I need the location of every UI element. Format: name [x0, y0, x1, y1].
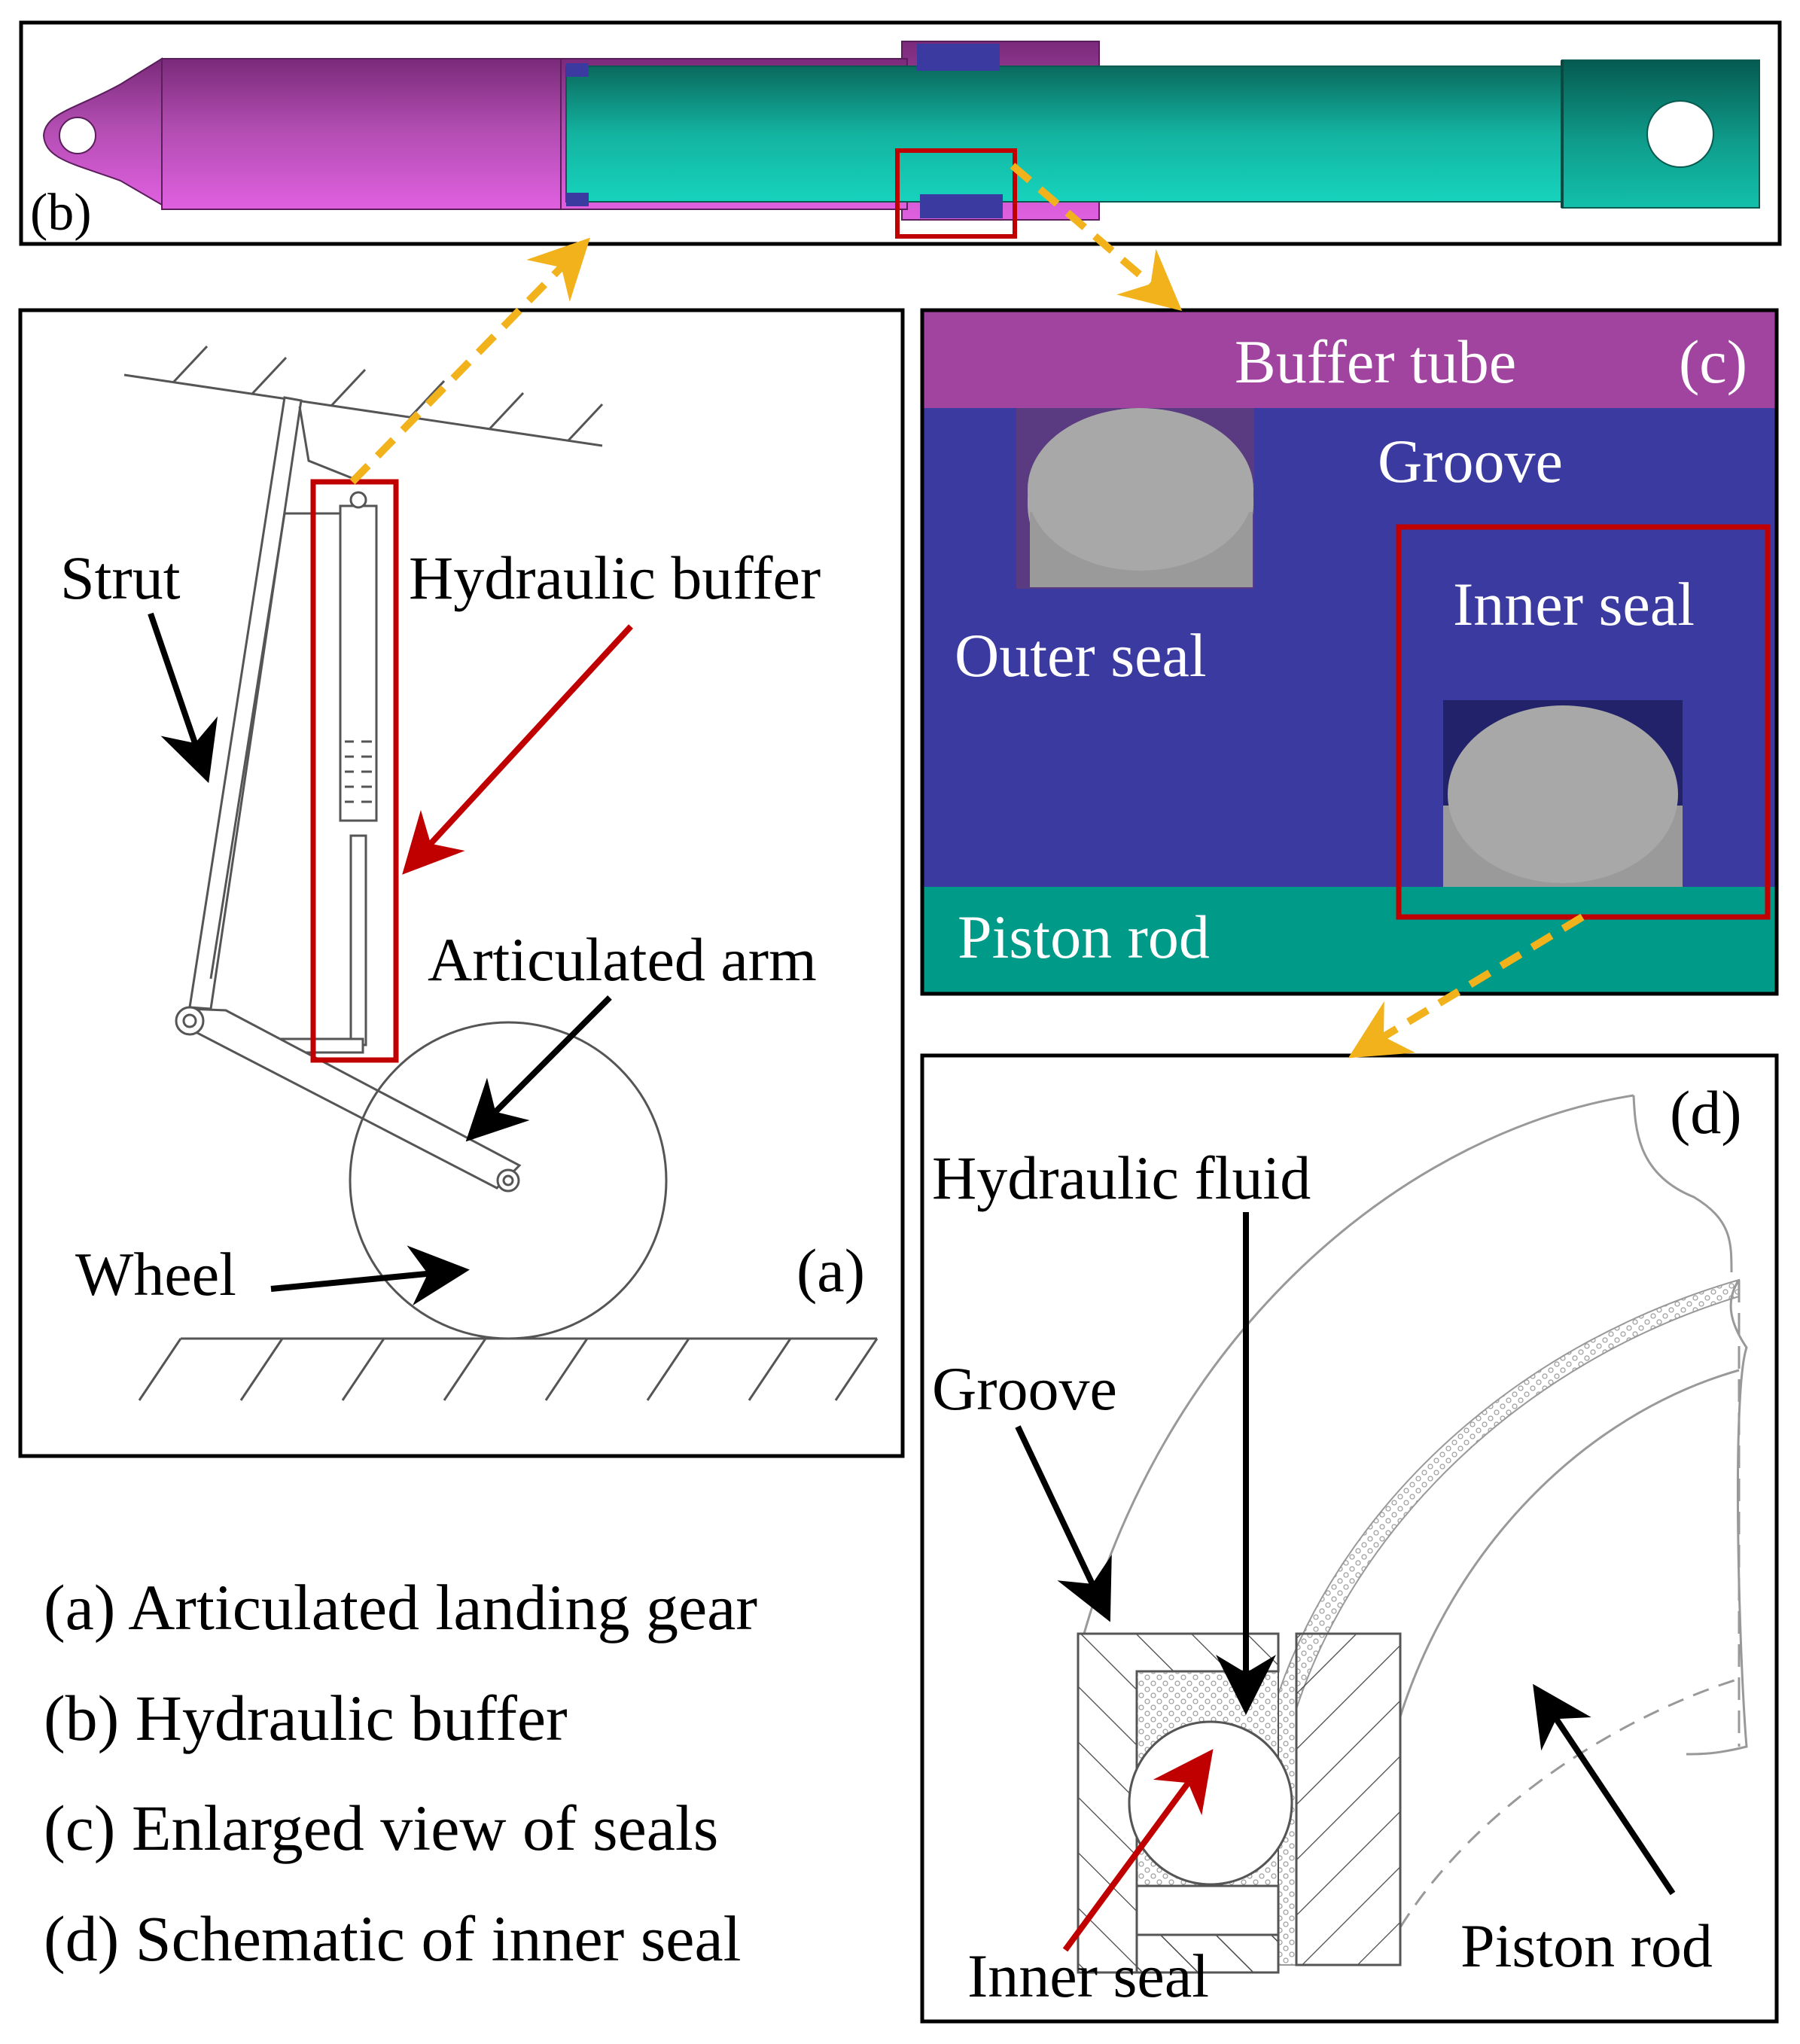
buffer-eye-hole [59, 117, 96, 154]
label-inner-seal-d: Inner seal [967, 1942, 1209, 2010]
arrow-groove-d [1015, 1425, 1112, 1622]
seal-block-bottom [920, 194, 1003, 218]
panel-b: (b) [19, 20, 1782, 246]
ground-hatch [138, 1338, 879, 1401]
piston-rod-eye-hole [1646, 100, 1714, 168]
piston-rod-section [1295, 1632, 1402, 1966]
label-wheel: Wheel [75, 1240, 236, 1308]
label-buffer-tube: Buffer tube [1235, 327, 1516, 396]
inner-seal-body [1448, 705, 1678, 883]
panel-c-piston-rod [922, 887, 1777, 994]
arrow-piston-rod-d [1533, 1683, 1676, 1896]
connector-arrows [349, 163, 1585, 1059]
buffer-cylinder [339, 504, 378, 822]
panel-b-tag: (b) [30, 184, 92, 242]
piston-rod-dashed [1399, 1677, 1740, 1928]
buffer-top-pivot [349, 491, 367, 509]
label-inner-seal-c: Inner seal [1453, 570, 1695, 638]
buffer-dashes [345, 740, 372, 803]
connector-a-to-b [349, 237, 590, 485]
buffer-rod [349, 834, 367, 1046]
buffer-link-2 [209, 513, 286, 979]
arrow-strut [148, 612, 218, 784]
inner-seal-highlight-box [1396, 524, 1771, 920]
connector-c-to-d [1348, 913, 1585, 1059]
panel-c-tag: (c) [1679, 327, 1747, 396]
ceiling-hatch [172, 345, 604, 442]
panel-c: Buffer tube (c) Groove Inner seal Outer … [920, 308, 1779, 996]
label-articulated-arm: Articulated arm [428, 925, 817, 994]
piston-rod-right-jag [1686, 1279, 1748, 1756]
arrow-hydraulic-buffer [402, 624, 633, 875]
inner-seal-oring-front [1128, 1720, 1293, 1886]
seal-block-left-top [566, 63, 589, 77]
caption-a: (a) Articulated landing gear [44, 1571, 757, 1643]
buffer-eye-end [42, 57, 163, 206]
label-strut: Strut [60, 544, 181, 612]
label-hydraulic-buffer: Hydraulic buffer [409, 544, 821, 612]
panel-d: (d) Hydraulic fluid Groove Inner seal Pi… [920, 1053, 1779, 2024]
label-groove-d: Groove [932, 1354, 1117, 1423]
ceiling-line [123, 373, 603, 447]
panel-d-tag: (d) [1670, 1078, 1742, 1147]
seal-block-top [917, 44, 1000, 71]
buffer-upper-mount [298, 406, 362, 483]
piston-rod-surface [1399, 1369, 1740, 1965]
arrow-wheel [270, 1245, 470, 1305]
panel-c-buffer-tube [922, 310, 1777, 408]
label-outer-seal: Outer seal [955, 621, 1207, 690]
arm-pivot-inner [182, 1013, 197, 1028]
panel-a: Strut Hydraulic buffer Articulated arm W… [18, 308, 905, 1458]
seal-highlight-box [895, 148, 1017, 239]
piston-rod-body [565, 65, 1568, 203]
outer-seal-highlight [1028, 408, 1253, 571]
outer-arc [1083, 1094, 1634, 1634]
arrow-inner-seal-d [1062, 1749, 1214, 1952]
outer-arc-right [1632, 1095, 1733, 1273]
label-hydraulic-fluid: Hydraulic fluid [932, 1144, 1311, 1212]
wheel-axle-inner [502, 1174, 514, 1186]
label-piston-rod-c: Piston rod [958, 903, 1210, 971]
label-groove-c: Groove [1378, 427, 1563, 495]
seal-block-left-bottom [566, 193, 589, 206]
panel-c-frame [920, 308, 1779, 996]
buffer-tube-body [161, 58, 569, 210]
caption-b: (b) Hydraulic buffer [44, 1682, 568, 1754]
caption-c: (c) Enlarged view of seals [44, 1792, 719, 1864]
arrow-articulated-arm [465, 995, 612, 1142]
groove-floor [1135, 1884, 1280, 1936]
label-piston-rod-d: Piston rod [1460, 1911, 1713, 1980]
panel-a-tag: (a) [796, 1236, 865, 1305]
caption-d: (d) Schematic of inner seal [44, 1902, 742, 1975]
